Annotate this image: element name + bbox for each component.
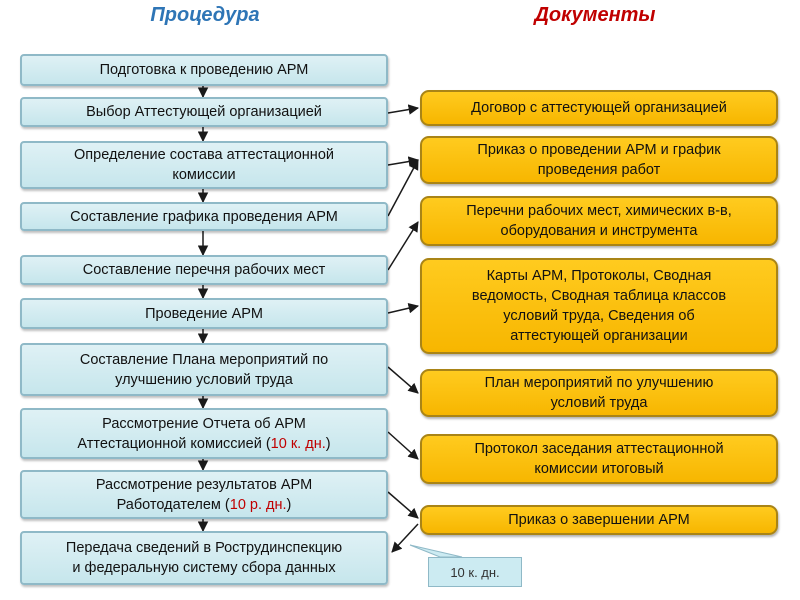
doc-arrow-6 — [387, 366, 419, 394]
procedure-step-1: Подготовка к проведению АРМ — [20, 54, 388, 86]
procedure-step-9-label: Рассмотрение результатов АРМ Работодател… — [96, 475, 312, 515]
procedure-step-3: Определение состава аттестационной комис… — [20, 141, 388, 189]
document-5: План мероприятий по улучшению условий тр… — [420, 369, 778, 417]
note-callout-pointer — [409, 544, 463, 558]
procedure-step-9-text: Рассмотрение результатов АРМ Работодател… — [95, 476, 313, 513]
document-2: Приказ о проведении АРМ и график проведе… — [420, 136, 778, 184]
procedure-step-8: Рассмотрение Отчета об АРМ Аттестационно… — [20, 408, 388, 459]
documents-header: Документы — [534, 4, 656, 26]
document-5-label: План мероприятий по улучшению условий тр… — [484, 375, 714, 411]
doc-arrow-7 — [387, 431, 419, 460]
doc-arrow-8 — [387, 491, 419, 519]
document-6-label: Протокол заседания аттестационной комисс… — [474, 441, 724, 477]
procedure-step-5: Составление перечня рабочих мест — [20, 255, 388, 285]
procedure-step-1-label: Подготовка к проведению АРМ — [99, 62, 309, 78]
procedure-step-10: Передача сведений в Рострудинспекцию и ф… — [20, 531, 388, 585]
document-4: Карты АРМ, Протоколы, Сводная ведомость,… — [420, 258, 778, 354]
procedure-step-8-text: Рассмотрение Отчета об АРМ Аттестационно… — [77, 415, 306, 452]
procedure-step-7-label: Составление Плана мероприятий по улучшен… — [79, 351, 329, 388]
document-2-label: Приказ о проведении АРМ и график проведе… — [477, 142, 721, 178]
document-7-label: Приказ о завершении АРМ — [508, 512, 690, 528]
procedure-step-5-label: Составление перечня рабочих мест — [82, 262, 326, 278]
doc-arrow-2 — [387, 156, 420, 167]
procedure-step-3-label: Определение состава аттестационной комис… — [74, 147, 334, 183]
document-7: Приказ о завершении АРМ — [420, 505, 778, 535]
procedure-step-7: Составление Плана мероприятий по улучшен… — [20, 343, 388, 396]
doc-arrow-3 — [387, 159, 419, 217]
document-3-label: Перечни рабочих мест, химических в-в, об… — [466, 203, 732, 239]
procedure-step-9-text-end: ) — [286, 496, 292, 513]
document-4-label: Карты АРМ, Протоколы, Сводная ведомость,… — [471, 268, 727, 344]
doc-arrow-1 — [387, 104, 420, 115]
deadline-note: 10 к. дн. — [428, 557, 522, 587]
procedure-step-2-label: Выбор Аттестующей организацией — [86, 104, 322, 120]
procedure-header: Процедура — [150, 4, 260, 26]
procedure-step-4-label: Составление графика проведения АРМ — [70, 208, 338, 225]
procedure-step-6-label: Проведение АРМ — [145, 305, 263, 322]
deadline-note-label: 10 к. дн. — [450, 564, 500, 580]
procedure-step-8-deadline: 10 к. дн. — [270, 435, 326, 452]
procedure-step-4: Составление графика проведения АРМ — [20, 202, 388, 231]
procedure-step-6: Проведение АРМ — [20, 298, 388, 329]
procedure-step-10-label: Передача сведений в Рострудинспекцию и ф… — [65, 540, 343, 576]
procedure-step-8-label: Рассмотрение Отчета об АРМ Аттестационно… — [77, 414, 330, 454]
document-6: Протокол заседания аттестационной комисс… — [420, 434, 778, 484]
procedure-step-8-text-end: ) — [325, 435, 331, 452]
doc-arrow-5 — [387, 303, 420, 314]
doc-arrow-9 — [391, 523, 419, 553]
procedure-step-9-deadline: 10 р. дн. — [229, 496, 287, 513]
document-1-label: Договор с аттестующей организацией — [471, 100, 727, 116]
document-1: Договор с аттестующей организацией — [420, 90, 778, 126]
procedure-step-9: Рассмотрение результатов АРМ Работодател… — [20, 470, 388, 519]
procedure-step-2: Выбор Аттестующей организацией — [20, 97, 388, 127]
document-3: Перечни рабочих мест, химических в-в, об… — [420, 196, 778, 246]
doc-arrow-4 — [387, 221, 419, 271]
